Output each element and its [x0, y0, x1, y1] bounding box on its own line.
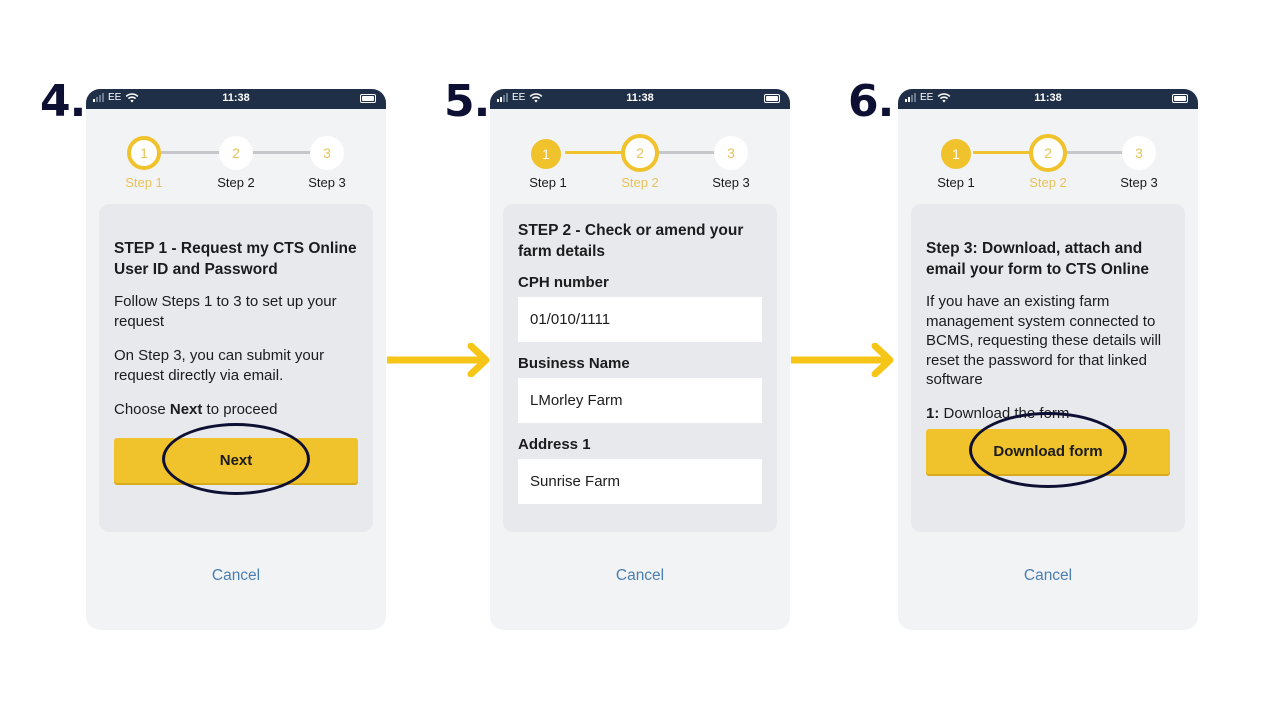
cancel-link[interactable]: Cancel: [615, 567, 665, 584]
cancel-link[interactable]: Cancel: [211, 567, 261, 584]
next-button[interactable]: Next: [114, 437, 358, 483]
step-3-label: Step 3: [712, 175, 750, 190]
phone-screen-step-1: EE 11:38 1 2 3 Step 1 Step 2 Step 3 STEP…: [86, 89, 386, 630]
step-3-label: Step 3: [1120, 175, 1158, 190]
carrier-label: EE: [512, 92, 526, 103]
status-bar: EE 11:38: [86, 89, 386, 109]
step-2-indicator: 2: [1029, 134, 1067, 172]
step-1-indicator: 1: [941, 139, 971, 169]
step-2-label: Step 2: [1029, 175, 1067, 190]
battery-icon: [764, 94, 780, 103]
annotation-step-4: 4.: [40, 76, 86, 127]
wifi-icon: [937, 92, 951, 102]
status-time: 11:38: [222, 92, 250, 104]
card-paragraph: Follow Steps 1 to 3 to set up your reque…: [114, 293, 337, 330]
carrier-label: EE: [108, 92, 122, 103]
download-instruction: 1: Download the form: [926, 404, 1070, 422]
step-1-indicator: 1: [531, 139, 561, 169]
step-2-card: STEP 2 - Check or amend your farm detail…: [503, 204, 777, 532]
arrow-right-icon: [791, 343, 894, 377]
annotation-step-6: 6.: [848, 76, 894, 127]
step-3-indicator: 3: [1122, 136, 1156, 170]
signal-icon: [93, 93, 104, 102]
arrow-right-icon: [387, 343, 490, 377]
cancel-link[interactable]: Cancel: [1023, 567, 1073, 584]
proceed-instruction: Choose Next to proceed: [114, 401, 278, 418]
signal-icon: [905, 93, 916, 102]
business-name-label: Business Name: [518, 355, 630, 372]
wifi-icon: [529, 92, 543, 102]
card-title: STEP 1 - Request my CTS Online User ID a…: [114, 240, 357, 278]
phone-screen-step-3: EE 11:38 1 2 3 Step 1 Step 2 Step 3 Step…: [898, 89, 1198, 630]
card-title: Step 3: Download, attach and email your …: [926, 240, 1150, 278]
progress-stepper: 1 2 3 Step 1 Step 2 Step 3: [898, 109, 1198, 204]
address-1-input[interactable]: [518, 459, 762, 504]
status-bar: EE 11:38: [898, 89, 1198, 109]
cph-number-label: CPH number: [518, 274, 609, 291]
step-2-label: Step 2: [217, 175, 255, 190]
progress-stepper: 1 2 3 Step 1 Step 2 Step 3: [86, 109, 386, 204]
step-1-label: Step 1: [529, 175, 567, 190]
step-1-card: STEP 1 - Request my CTS Online User ID a…: [99, 204, 373, 532]
status-time: 11:38: [1034, 92, 1062, 104]
signal-icon: [497, 93, 508, 102]
wifi-icon: [125, 92, 139, 102]
progress-stepper: 1 2 3 Step 1 Step 2 Step 3: [490, 109, 790, 204]
step-1-label: Step 1: [125, 175, 163, 190]
step-3-indicator: 3: [310, 136, 344, 170]
phone-screen-step-2: EE 11:38 1 2 3 Step 1 Step 2 Step 3 STEP…: [490, 89, 790, 630]
status-time: 11:38: [626, 92, 654, 104]
status-bar: EE 11:38: [490, 89, 790, 109]
step-3-indicator: 3: [714, 136, 748, 170]
address-1-label: Address 1: [518, 436, 591, 453]
card-paragraph: On Step 3, you can submit your request d…: [114, 347, 325, 384]
step-2-indicator: 2: [621, 134, 659, 172]
carrier-label: EE: [920, 92, 934, 103]
step-3-card: Step 3: Download, attach and email your …: [911, 204, 1185, 532]
step-1-label: Step 1: [937, 175, 975, 190]
battery-icon: [1172, 94, 1188, 103]
step-3-label: Step 3: [308, 175, 346, 190]
card-title: STEP 2 - Check or amend your farm detail…: [518, 222, 744, 260]
cph-number-input[interactable]: [518, 297, 762, 342]
step-2-indicator: 2: [219, 136, 253, 170]
annotation-step-5: 5.: [444, 76, 490, 127]
battery-icon: [360, 94, 376, 103]
step-2-label: Step 2: [621, 175, 659, 190]
download-form-button[interactable]: Download form: [926, 429, 1170, 474]
step-1-indicator: 1: [127, 136, 161, 170]
card-paragraph: If you have an existing farm management …: [926, 293, 1162, 388]
business-name-input[interactable]: [518, 378, 762, 423]
